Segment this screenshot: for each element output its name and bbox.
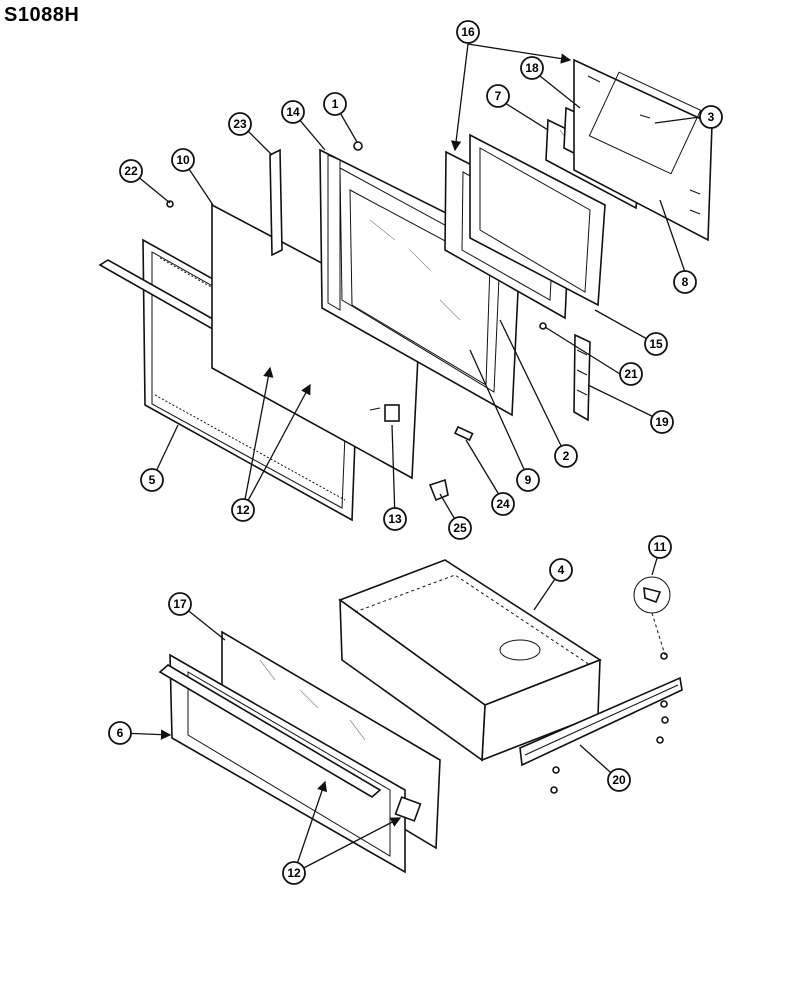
svg-text:23: 23 <box>233 117 247 131</box>
svg-text:10: 10 <box>176 153 190 167</box>
svg-text:11: 11 <box>654 540 667 554</box>
drawer-clip-detail <box>633 576 671 656</box>
window-frame-rear <box>469 133 606 307</box>
callout-1: 1 <box>323 92 347 116</box>
svg-text:5: 5 <box>149 473 156 487</box>
door-back-panel <box>573 58 713 242</box>
svg-text:3: 3 <box>708 110 715 124</box>
drawer-glide-rail <box>519 676 683 767</box>
svg-text:20: 20 <box>612 773 626 787</box>
callout-11: 11 <box>648 535 672 559</box>
svg-text:1: 1 <box>332 97 339 111</box>
svg-text:24: 24 <box>496 497 510 511</box>
svg-text:25: 25 <box>453 521 467 535</box>
svg-text:16: 16 <box>461 25 475 39</box>
callout-19: 19 <box>650 410 674 434</box>
svg-text:15: 15 <box>649 337 663 351</box>
svg-text:12: 12 <box>287 866 301 880</box>
callout-7: 7 <box>486 84 510 108</box>
svg-text:4: 4 <box>558 563 565 577</box>
vent-strip <box>269 148 283 257</box>
callout-22: 22 <box>119 159 143 183</box>
callout-21: 21 <box>619 362 643 386</box>
hinge-bracket <box>573 333 591 422</box>
diagram-title: S1088H <box>4 4 80 26</box>
svg-text:18: 18 <box>525 61 539 75</box>
callout-2: 2 <box>554 444 578 468</box>
callout-12-drawer: 12 <box>282 861 306 885</box>
callout-6: 6 <box>108 721 132 745</box>
drawer-bracket <box>394 796 422 822</box>
callout-15: 15 <box>644 332 668 356</box>
callout-16: 16 <box>456 20 480 44</box>
callout-4: 4 <box>549 558 573 582</box>
svg-text:12: 12 <box>236 503 250 517</box>
callout-8: 8 <box>673 270 697 294</box>
callout-20: 20 <box>607 768 631 792</box>
callout-18: 18 <box>520 56 544 80</box>
glass-retainer <box>453 425 474 442</box>
svg-text:6: 6 <box>117 726 124 740</box>
callout-3: 3 <box>699 105 723 129</box>
svg-text:14: 14 <box>286 105 300 119</box>
callout-17: 17 <box>168 592 192 616</box>
svg-text:8: 8 <box>682 275 689 289</box>
rail-screws <box>550 652 669 794</box>
svg-text:9: 9 <box>525 473 532 487</box>
svg-text:7: 7 <box>495 89 502 103</box>
svg-text:22: 22 <box>124 164 138 178</box>
callout-12-door: 12 <box>231 498 255 522</box>
door-stop <box>428 478 449 502</box>
callout-14: 14 <box>281 100 305 124</box>
rivet <box>539 322 547 330</box>
svg-text:21: 21 <box>624 367 638 381</box>
callout-5: 5 <box>140 468 164 492</box>
svg-text:13: 13 <box>388 512 402 526</box>
callout-10: 10 <box>171 148 195 172</box>
callout-9: 9 <box>516 468 540 492</box>
svg-text:19: 19 <box>655 415 669 429</box>
callout-25: 25 <box>448 516 472 540</box>
drawer-handle <box>158 664 382 798</box>
door-clip <box>369 404 400 422</box>
screw <box>353 141 363 151</box>
svg-text:2: 2 <box>563 449 570 463</box>
callout-23: 23 <box>228 112 252 136</box>
storage-drawer-body <box>338 559 602 762</box>
callout-24: 24 <box>491 492 515 516</box>
callout-13: 13 <box>383 507 407 531</box>
svg-text:17: 17 <box>173 597 187 611</box>
